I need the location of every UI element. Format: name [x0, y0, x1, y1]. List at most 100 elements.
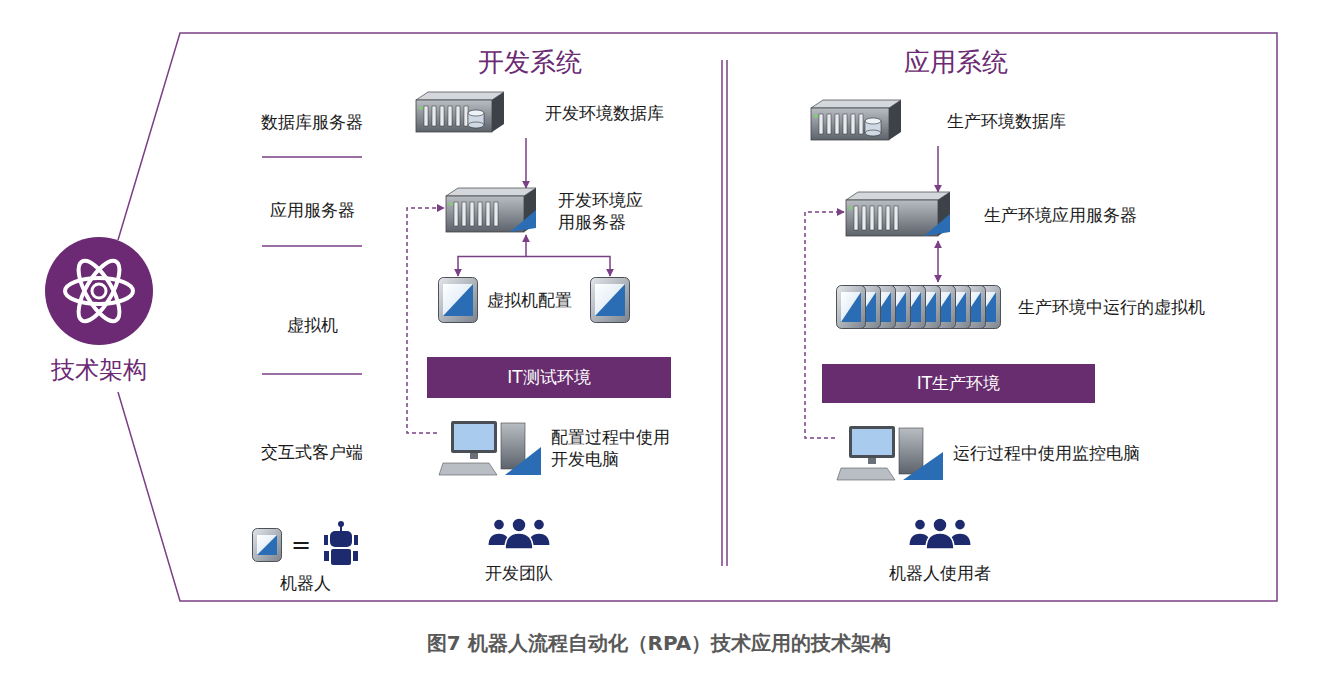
blue-triangle	[924, 214, 950, 236]
server-slot	[878, 206, 882, 230]
vm-triangle	[443, 284, 473, 316]
atom-disc	[45, 237, 153, 345]
monitor-frame	[849, 426, 895, 458]
server-slot	[486, 202, 490, 226]
vm-triangle	[595, 284, 625, 316]
outer-frame	[118, 33, 1277, 601]
icon	[837, 424, 943, 482]
row-separator	[262, 245, 362, 247]
keyboard	[837, 468, 895, 480]
person-head	[954, 519, 965, 530]
tier-label: 虚拟机	[287, 314, 338, 337]
server-slot	[819, 114, 823, 134]
vm-pane	[257, 535, 277, 555]
atom-core	[92, 284, 106, 298]
vm-icon	[439, 278, 478, 323]
robot-body	[331, 549, 351, 565]
tier-label: 应用服务器	[270, 199, 355, 222]
divider-line	[726, 60, 728, 566]
icon	[416, 90, 504, 136]
vm-triangle	[841, 292, 861, 322]
architecture-badge: 技术架构	[45, 237, 153, 386]
db-cylinder-top	[865, 118, 881, 124]
blue-triangle	[505, 447, 541, 475]
server-node: 生产环境数据库	[811, 98, 1066, 144]
pc-tower	[899, 428, 923, 474]
vm-icon	[253, 529, 282, 562]
server-top	[416, 92, 504, 100]
server-side	[889, 100, 901, 140]
client-computer: 配置过程中使用 开发电脑	[439, 419, 673, 477]
server-front	[846, 200, 938, 236]
arrow-connector	[937, 241, 939, 282]
node-label: 生产环境中运行的虚拟机	[1018, 296, 1205, 318]
server-front	[811, 108, 889, 140]
atom-orbit	[71, 255, 128, 327]
monitor-frame	[451, 421, 497, 453]
person-head	[914, 519, 925, 530]
monitor-stand	[868, 458, 876, 464]
vm-triangle	[257, 535, 277, 555]
row-separator	[262, 373, 362, 375]
arrow-connector	[458, 235, 526, 276]
icon	[811, 98, 901, 144]
node-label: 开发环境应 用服务器	[558, 189, 646, 233]
vm-icon	[591, 278, 630, 323]
db-cylinder-top	[468, 110, 484, 116]
icon	[438, 277, 478, 323]
icon	[836, 283, 1006, 331]
people-icon	[909, 518, 971, 549]
vm-pane	[595, 284, 625, 316]
node-label: IT测试环境	[507, 366, 590, 388]
server-slot	[894, 206, 898, 230]
atom-orbit	[65, 278, 133, 304]
figure-caption: 图7 机器人流程自动化（RPA）技术应用的技术架构	[0, 630, 1318, 657]
branch-line	[526, 257, 610, 277]
server-slot	[851, 114, 855, 134]
server-slot	[464, 106, 468, 126]
server-slot	[440, 106, 444, 126]
virtual-machine: 虚拟机配置	[438, 277, 572, 323]
server-slot	[470, 202, 474, 226]
node-label: 开发环境数据库	[545, 102, 664, 124]
server-front	[416, 100, 492, 132]
person-head	[933, 518, 947, 532]
node-label: 运行过程中使用监控电脑	[953, 442, 1140, 464]
monitor-screen	[454, 424, 494, 450]
robot-ear	[354, 535, 358, 545]
node-label: 生产环境数据库	[947, 110, 1066, 132]
server-led	[419, 106, 423, 110]
server-slot	[835, 114, 839, 134]
server-slot	[827, 114, 831, 134]
server-slot	[432, 106, 436, 126]
server-slot	[870, 206, 874, 230]
environment-band: IT生产环境	[822, 364, 1095, 403]
vm-body	[837, 286, 866, 329]
badge-title: 技术架构	[51, 355, 147, 386]
equals-sign: =	[291, 531, 311, 559]
server-node: 开发环境数据库	[416, 90, 664, 136]
environment-band: IT测试环境	[427, 357, 671, 398]
server-slot	[862, 206, 866, 230]
vm-icon	[837, 286, 866, 329]
virtual-machine: 生产环境中运行的虚拟机	[836, 283, 1205, 331]
db-cylinder-bottom	[468, 122, 484, 128]
decorations	[253, 278, 972, 566]
server-led	[814, 114, 818, 118]
server-side	[492, 92, 504, 132]
dashed-connector	[407, 208, 444, 433]
robot-antenna-stem	[340, 525, 342, 531]
icon	[439, 419, 541, 477]
vm-pane	[841, 292, 861, 322]
robot-arm	[353, 551, 358, 561]
icon	[446, 186, 536, 236]
monitor-stand	[470, 453, 478, 459]
server-slot	[478, 202, 482, 226]
arrow-connector	[525, 138, 527, 188]
server-slot	[424, 106, 428, 126]
vm-pane	[443, 284, 473, 316]
node-label: 虚拟机配置	[487, 289, 572, 311]
server-slot	[448, 106, 452, 126]
robot-ear	[324, 535, 328, 545]
